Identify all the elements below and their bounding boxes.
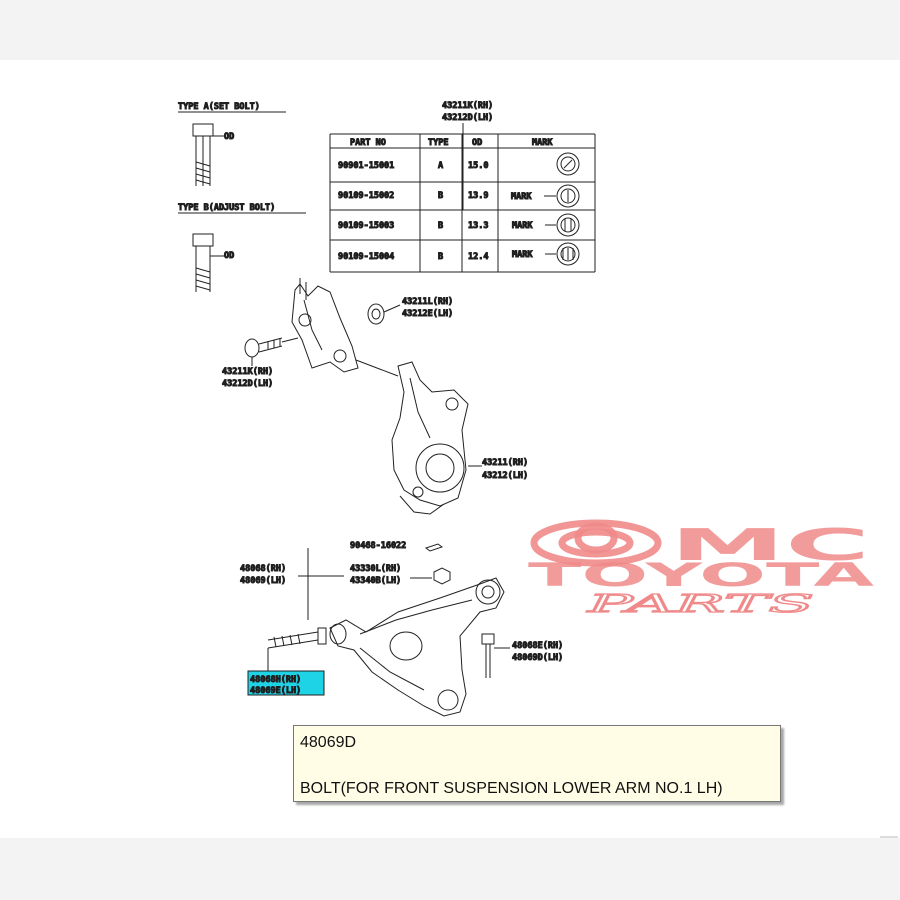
arm-bolt-icon (267, 627, 327, 649)
callout-c3-rh: 43211(RH) (482, 458, 528, 468)
mark-icon-row-1 (556, 152, 580, 176)
callout-c8-lh: 48069D(LH) (512, 653, 563, 663)
callout-c3-lh: 43212(LH) (482, 471, 528, 481)
table-row-3-type: B (438, 221, 443, 231)
callout-c2-lh: 43212D(LH) (222, 379, 273, 389)
table-row-1-type: A (438, 161, 443, 171)
cam-nut-icon (367, 303, 385, 325)
strut-bracket-drawing (291, 278, 359, 373)
type-b-title: TYPE B(ADJUST BOLT) (178, 203, 275, 213)
table-row-4-type: B (438, 252, 443, 262)
steering-knuckle-drawing (391, 361, 469, 515)
ball-joint-nut-icon (433, 567, 451, 585)
table-row-2-od: 13.9 (468, 191, 488, 201)
callout-c4: 90468-16022 (350, 541, 406, 551)
callout-c5-lh: 48069(LH) (240, 576, 286, 586)
table-row-3-od: 13.3 (468, 221, 488, 231)
callout-c8-rh: 48068E(RH) (512, 641, 563, 651)
callout-c2-rh: 43211K(RH) (222, 367, 273, 377)
callout-c5-rh: 48068(RH) (240, 564, 286, 574)
tooltip-part-number: 48069D (300, 734, 357, 751)
table-header-part-no: PART NO (350, 138, 386, 148)
table-row-3-part-no: 90109-15003 (338, 221, 394, 231)
type-a-od-label: OD (224, 132, 234, 142)
callout-c7-lh: 48069E(LH) (250, 686, 301, 696)
cotter-pin-icon (424, 543, 444, 552)
type-b-od-label: OD (224, 251, 234, 261)
watermark-mc: MC (670, 520, 870, 571)
table-header-mark: MARK (532, 138, 553, 148)
callout-c6-rh: 43330L(RH) (350, 564, 401, 574)
table-row-4-part-no: 90109-15004 (338, 252, 394, 262)
diagram-canvas: TYPE A(SET BOLT) OD TYPE B(ADJUST BOLT) … (0, 60, 900, 838)
mark-icon-row-3 (556, 213, 580, 237)
front-bolt-icon (481, 633, 495, 678)
table-header-od: OD (472, 138, 482, 148)
table-row-1-od: 15.0 (468, 161, 488, 171)
table-ref-rh: 43211K(RH) (442, 101, 493, 111)
type-a-title: TYPE A(SET BOLT) (178, 102, 260, 112)
type-b-bolt-icon (192, 233, 224, 292)
table-row-2-part-no: 90109-15002 (338, 191, 394, 201)
watermark-parts: PARTS (585, 590, 814, 618)
callout-c7-rh: 48068H(RH) (250, 675, 301, 685)
mark-icon-row-2 (556, 184, 580, 208)
callout-c1-lh: 43212E(LH) (402, 309, 453, 319)
highlight-marker (247, 670, 325, 696)
watermark-toyota: TOYOTA (528, 556, 875, 594)
table-row-3-mark: MARK (512, 221, 533, 231)
edge-divider (880, 836, 898, 838)
cam-bolt-icon (244, 337, 283, 358)
table-row-2-type: B (438, 191, 443, 201)
bolt-spec-table (329, 133, 596, 273)
type-a-bolt-icon (192, 123, 224, 186)
table-ref-lh: 43212D(LH) (442, 113, 493, 123)
lower-arm-drawing (329, 577, 505, 717)
table-row-1-part-no: 90901-15001 (338, 161, 394, 171)
table-row-4-mark: MARK (512, 250, 533, 260)
callout-c6-lh: 43340B(LH) (350, 576, 401, 586)
callout-c1-rh: 43211L(RH) (402, 297, 453, 307)
table-header-type: TYPE (428, 138, 448, 148)
toyota-logo-watermark: MC TOYOTA PARTS (528, 519, 875, 619)
table-row-4-od: 12.4 (468, 252, 488, 262)
tooltip-description: BOLT(FOR FRONT SUSPENSION LOWER ARM NO.1… (300, 780, 723, 797)
table-row-2-mark: MARK (511, 192, 532, 202)
part-tooltip: 48069D BOLT(FOR FRONT SUSPENSION LOWER A… (293, 725, 781, 802)
parts-diagram: TYPE A(SET BOLT) OD TYPE B(ADJUST BOLT) … (178, 101, 875, 717)
toyota-emblem-icon (530, 519, 662, 567)
mark-icon-row-4 (556, 242, 580, 266)
